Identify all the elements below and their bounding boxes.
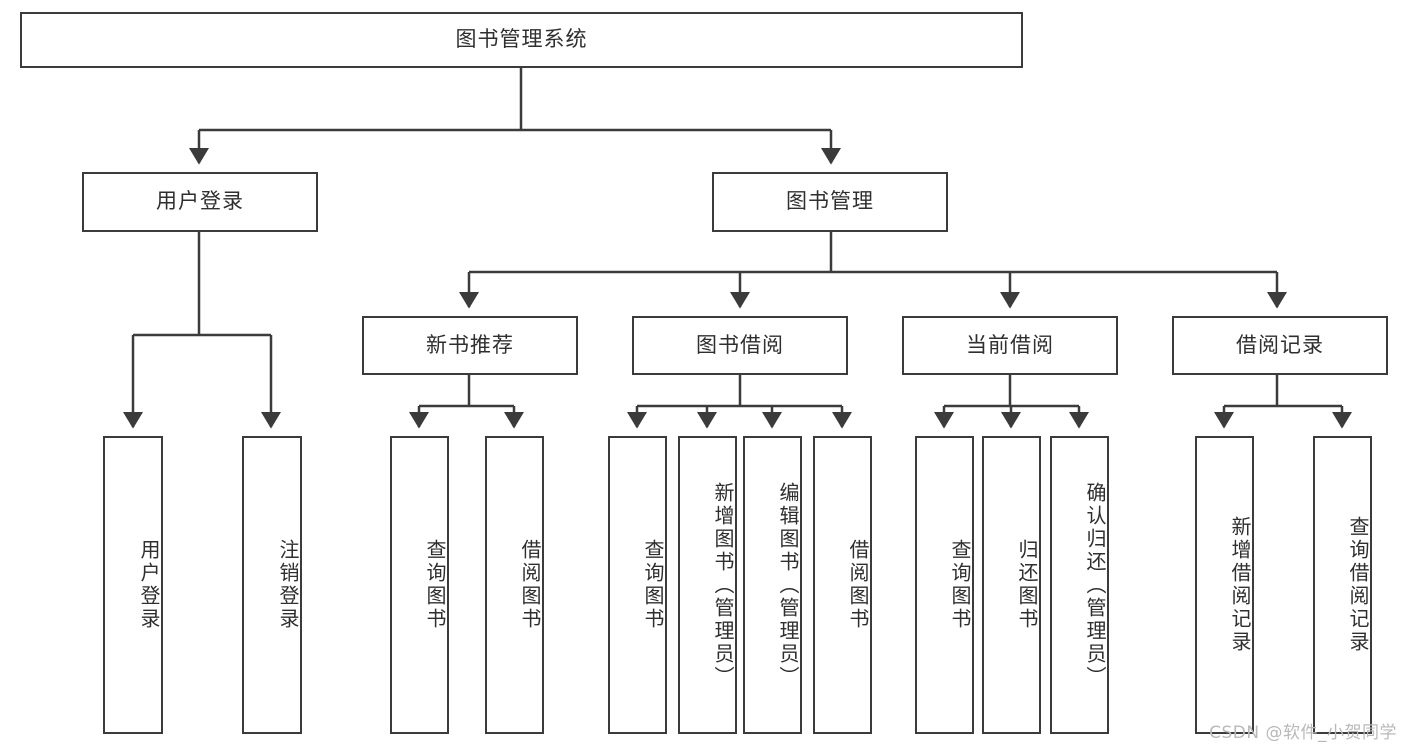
node-leaf-query-book-recommend[interactable]: 查询图书 xyxy=(390,436,449,734)
node-label: 借阅记录 xyxy=(1236,332,1324,357)
node-label: 用户登录 xyxy=(137,539,161,631)
node-book-management[interactable]: 图书管理 xyxy=(712,172,948,232)
node-leaf-query-book-current[interactable]: 查询图书 xyxy=(915,436,974,734)
node-book-management-system[interactable]: 图书管理系统 xyxy=(20,12,1023,68)
node-leaf-query-borrow-record[interactable]: 查询借阅记录 xyxy=(1313,436,1372,734)
node-label: 查询图书 xyxy=(641,539,665,631)
node-borrow-record[interactable]: 借阅记录 xyxy=(1172,316,1388,375)
node-label: 图书管理系统 xyxy=(455,27,588,52)
node-label: 新增借阅记录 xyxy=(1228,516,1252,654)
node-book-borrow[interactable]: 图书借阅 xyxy=(632,316,848,375)
node-label: 借阅图书 xyxy=(846,539,870,631)
node-label: 当前借阅 xyxy=(966,332,1054,357)
node-label: 确认归还（管理员） xyxy=(1083,481,1107,689)
node-leaf-borrow-book[interactable]: 借阅图书 xyxy=(813,436,872,734)
node-leaf-query-book-borrow[interactable]: 查询图书 xyxy=(608,436,667,734)
node-leaf-return-book[interactable]: 归还图书 xyxy=(982,436,1041,734)
csdn-watermark: CSDN @软件_小贺同学 xyxy=(1209,723,1397,743)
node-label: 查询借阅记录 xyxy=(1346,516,1370,654)
node-leaf-borrow-book-recommend[interactable]: 借阅图书 xyxy=(485,436,544,734)
node-leaf-add-book[interactable]: 新增图书（管理员） xyxy=(678,436,737,734)
node-current-borrow[interactable]: 当前借阅 xyxy=(902,316,1118,375)
node-leaf-logout-login[interactable]: 注销登录 xyxy=(242,436,302,734)
node-label: 用户登录 xyxy=(156,189,244,214)
node-label: 新书推荐 xyxy=(426,332,514,357)
node-leaf-add-borrow-record[interactable]: 新增借阅记录 xyxy=(1195,436,1254,734)
node-label: 注销登录 xyxy=(276,539,300,631)
node-label: 编辑图书（管理员） xyxy=(776,481,800,689)
node-label: 新增图书（管理员） xyxy=(711,481,735,689)
node-label: 图书管理 xyxy=(786,189,874,214)
node-label: 查询图书 xyxy=(948,539,972,631)
node-user-login[interactable]: 用户登录 xyxy=(82,172,318,232)
node-leaf-user-login[interactable]: 用户登录 xyxy=(103,436,163,734)
node-label: 归还图书 xyxy=(1015,539,1039,631)
node-leaf-confirm-return[interactable]: 确认归还（管理员） xyxy=(1050,436,1109,734)
node-label: 查询图书 xyxy=(423,539,447,631)
node-label: 借阅图书 xyxy=(518,539,542,631)
node-new-book-recommend[interactable]: 新书推荐 xyxy=(362,316,578,375)
node-label: 图书借阅 xyxy=(696,332,784,357)
node-leaf-edit-book[interactable]: 编辑图书（管理员） xyxy=(743,436,802,734)
